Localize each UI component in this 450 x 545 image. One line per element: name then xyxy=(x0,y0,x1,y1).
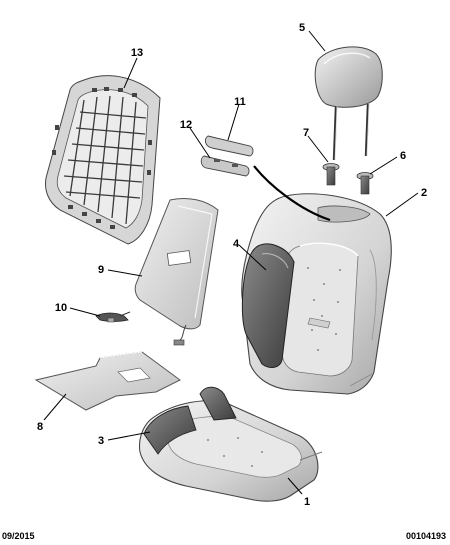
footer-reference: 00104193 xyxy=(405,531,446,541)
callout-4: 4 xyxy=(233,238,240,250)
callout-2: 2 xyxy=(421,187,427,199)
backrest-panel xyxy=(134,197,219,346)
callout-9: 9 xyxy=(98,264,104,276)
assembly-arrow xyxy=(253,165,331,222)
leader-lines xyxy=(43,30,419,495)
callout-13: 13 xyxy=(131,47,143,59)
wire-clip xyxy=(95,311,131,323)
side-bolster xyxy=(241,243,295,368)
backrest-frame xyxy=(45,75,161,245)
callout-5: 5 xyxy=(299,22,305,34)
callout-7: 7 xyxy=(303,127,309,139)
lumbar-bracket xyxy=(200,135,254,177)
callout-3: 3 xyxy=(98,435,104,447)
seat-cushion xyxy=(138,386,323,502)
callout-1: 1 xyxy=(304,496,310,508)
headrest xyxy=(314,46,383,161)
headrest-guide-right xyxy=(356,172,374,195)
callout-6: 6 xyxy=(400,150,406,162)
footer-date: 09/2015 xyxy=(2,531,35,541)
callout-8: 8 xyxy=(37,421,43,433)
cushion-pad xyxy=(34,351,181,411)
callout-10: 10 xyxy=(55,302,67,314)
headrest-guide-left xyxy=(322,163,340,186)
callout-11: 11 xyxy=(234,96,246,108)
callout-12: 12 xyxy=(180,119,192,131)
